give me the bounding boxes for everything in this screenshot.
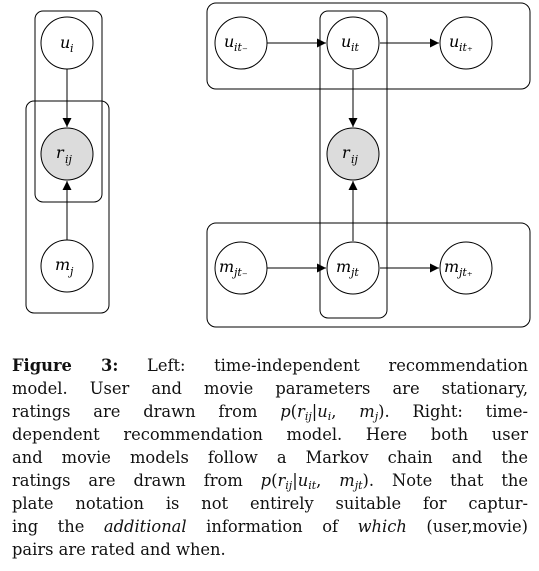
graphical-model-figure: u i r ij m j u it₋ u [25,2,531,328]
svg-text:ij: ij [351,153,359,166]
right-plate-pair [319,10,388,319]
figure-svg: u i r ij m j u it₋ u [25,2,531,328]
svg-text:ij: ij [65,153,73,166]
right-node-m-next: m jt₊ [439,241,493,295]
svg-text:u: u [60,33,70,52]
formula-dynamic: p(rij|uit, mjt) [260,471,369,492]
svg-text:i: i [70,42,74,55]
svg-text:m: m [336,257,351,276]
figure-caption: Figure 3: Left: time-independent recomme… [12,354,528,561]
caption-line-6: ratings are drawn from p(rij|uit, mjt). … [12,471,528,492]
right-node-u-cur: u it [326,16,380,70]
caption-line-1: Figure 3: Left: time-independent recomme… [12,356,528,375]
svg-text:jt: jt [348,266,359,279]
right-node-u-prev: u it₋ [214,16,268,70]
caption-line-9: pairs are rated and when. [12,540,226,559]
emphasis-additional: additional [103,517,187,536]
right-node-u-next: u it₊ [439,16,493,70]
svg-text:r: r [342,143,351,162]
emphasis-which: which [357,517,407,536]
svg-text:r: r [56,143,65,162]
svg-text:j: j [67,265,74,278]
caption-line-4: dependent recommendation model. Here bot… [12,425,528,444]
svg-text:m: m [444,257,459,276]
svg-text:u: u [449,32,459,51]
svg-text:it₋: it₋ [234,41,248,54]
caption-line-5: and movie models follow a Markov chain a… [12,448,528,467]
left-plate-user [34,10,103,203]
right-plate-movie-chain [206,222,531,328]
caption-line-3: ratings are drawn from p(rij|ui, mj). Ri… [12,402,528,423]
right-node-m-prev: m jt₋ [214,241,268,295]
left-node-r: r ij [40,127,94,181]
svg-text:jt₊: jt₊ [456,266,473,279]
svg-text:jt₋: jt₋ [231,266,248,279]
left-node-u: u i [40,16,94,70]
right-node-m-cur: m jt [326,241,380,295]
caption-line-7: plate notation is not entirely suitable … [12,494,528,513]
caption-line-8: ing the additional information of which … [12,517,528,536]
svg-text:it: it [351,41,360,54]
figure-label: Figure 3: [12,356,119,375]
right-plate-user-chain [206,2,531,90]
right-node-r: r ij [326,127,380,181]
svg-text:u: u [224,32,234,51]
left-node-m: m j [40,239,94,293]
svg-text:it₊: it₊ [459,41,473,54]
svg-text:m: m [219,257,234,276]
caption-line-2: model. User and movie parameters are sta… [12,379,528,398]
svg-text:m: m [55,255,70,274]
formula-static: p(rij|ui, mj) [280,402,385,423]
svg-text:u: u [341,32,351,51]
